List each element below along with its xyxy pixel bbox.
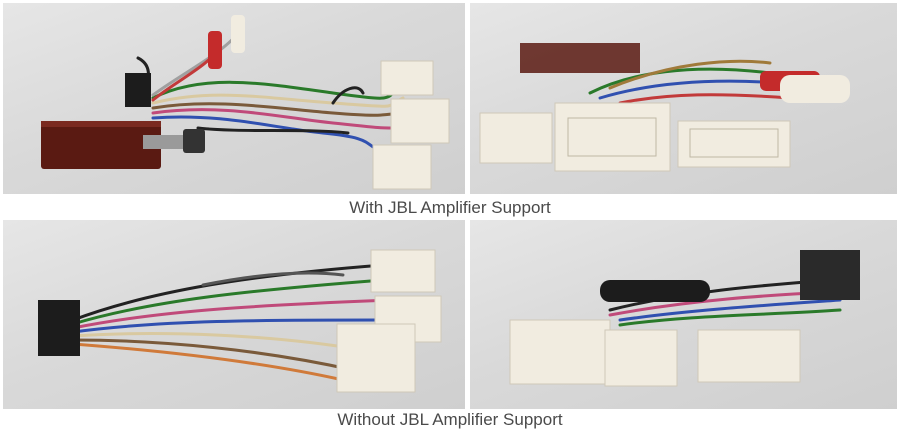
harness-with-box-illustration [41, 15, 450, 190]
photo-without-jbl-connectors [470, 220, 897, 409]
photo-without-jbl-harness [3, 220, 465, 409]
connectors-closeup-illustration-2 [509, 250, 860, 387]
caption-with-jbl: With JBL Amplifier Support [349, 198, 551, 217]
photo-with-jbl-connectors [470, 3, 897, 194]
connectors-closeup-illustration [479, 43, 850, 172]
connector-center [554, 102, 671, 172]
photo-with-jbl-harness [3, 3, 465, 194]
connector-left [479, 112, 553, 164]
harness-without-box-illustration [38, 249, 442, 393]
connector-right [677, 120, 791, 168]
caption-without-jbl: Without JBL Amplifier Support [337, 410, 563, 429]
module-box [41, 121, 161, 169]
